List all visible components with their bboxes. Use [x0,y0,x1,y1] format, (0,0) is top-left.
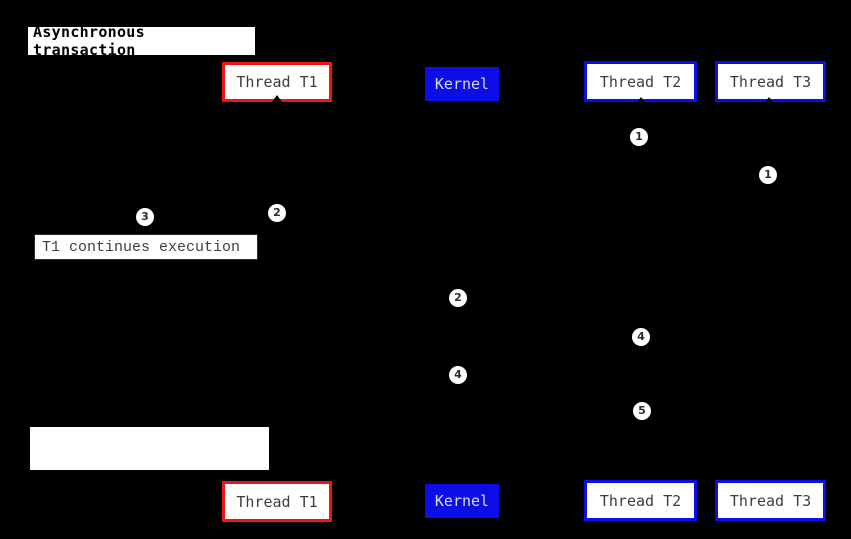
sequence-step-marker-4: 4 [449,366,467,384]
sequence-step-marker-2: 2 [268,204,286,222]
actor-thread-t2-top: Thread T2 [584,61,697,102]
sequence-step-marker-4: 4 [632,328,650,346]
actor-kernel-top: Kernel [425,67,499,101]
diagram-title: Asynchronous transaction [28,23,255,59]
lifeline-notch-t3-top [764,97,774,104]
actor-thread-t3-top: Thread T3 [715,61,826,102]
sequence-step-marker-1: 1 [630,128,648,146]
lifeline-notch-t2-top [636,97,646,104]
actor-thread-t1-bottom: Thread T1 [222,481,332,522]
lifeline-notch-t1-top [272,95,282,102]
actor-kernel-bottom: Kernel [425,484,499,518]
note-t1-continues-execution: T1 continues execution [34,234,258,260]
sequence-step-marker-3: 3 [136,208,154,226]
sequence-step-marker-5: 5 [633,402,651,420]
actor-thread-t3-bottom: Thread T3 [715,480,826,521]
blank-note-box [30,427,269,470]
sequence-step-marker-1: 1 [759,166,777,184]
actor-thread-t2-bottom: Thread T2 [584,480,697,521]
sequence-step-marker-2: 2 [449,289,467,307]
